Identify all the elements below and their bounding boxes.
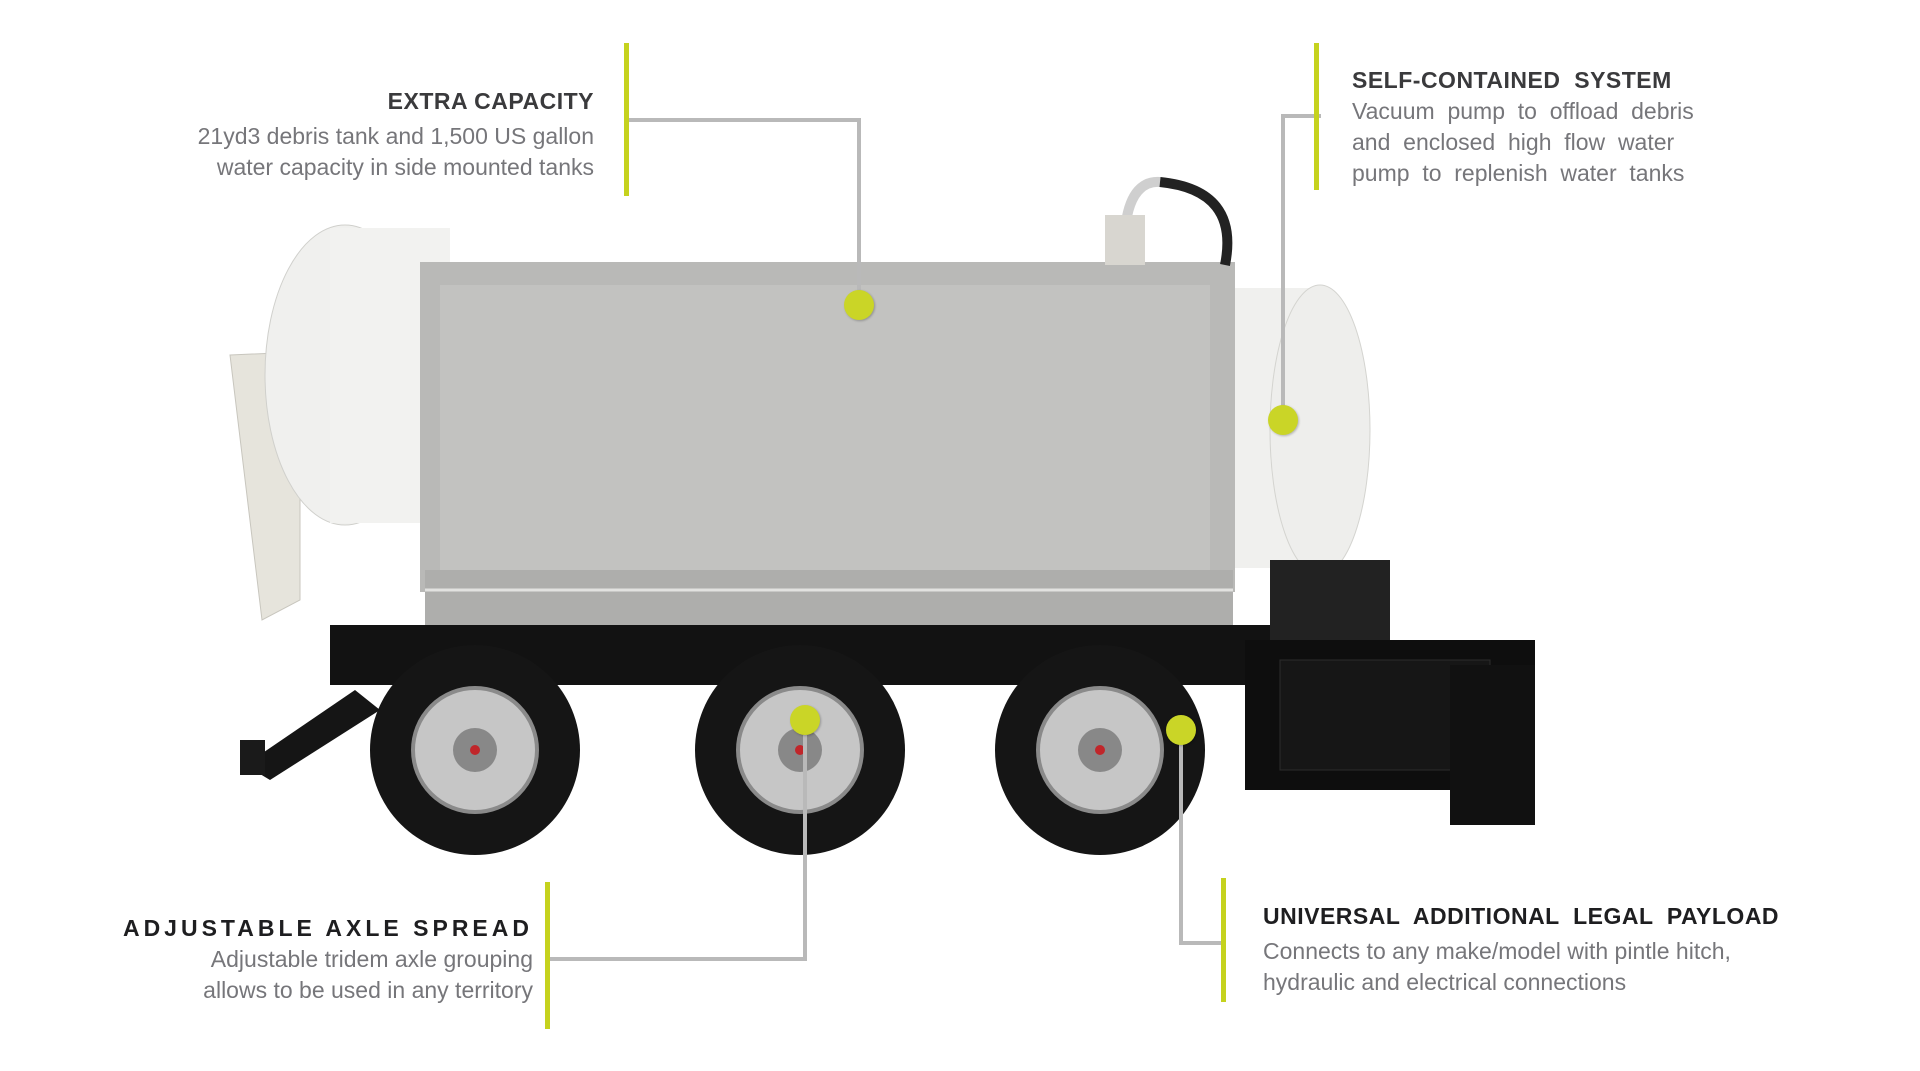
callout-universal-legal-payload: UNIVERSAL ADDITIONAL LEGAL PAYLOAD Conne…	[1263, 903, 1779, 998]
leader-legal-payload-h	[1179, 941, 1226, 945]
leader-extra-capacity-h	[629, 118, 859, 122]
callout-title: ADJUSTABLE AXLE SPREAD	[122, 915, 533, 941]
callout-title: SELF-CONTAINED SYSTEM	[1352, 67, 1672, 93]
leader-legal-payload-v	[1179, 735, 1183, 945]
callout-line: water capacity in side mounted tanks	[216, 154, 594, 180]
callout-title: UNIVERSAL ADDITIONAL LEGAL PAYLOAD	[1263, 903, 1780, 929]
accent-bar-axle-spread	[545, 882, 550, 1029]
callout-line: Vacuum pump to offload debris	[1352, 98, 1694, 124]
callout-extra-capacity: EXTRA CAPACITY 21yd3 debris tank and 1,5…	[198, 88, 594, 183]
accent-bar-self-contained	[1314, 43, 1319, 190]
callout-self-contained-system: SELF-CONTAINED SYSTEM Vacuum pump to off…	[1352, 67, 1694, 189]
callout-title: EXTRA CAPACITY	[387, 88, 594, 114]
marker-dot-legal-payload[interactable]	[1166, 715, 1196, 745]
accent-bar-extra-capacity	[624, 43, 629, 196]
marker-dot-axle-spread[interactable]	[790, 705, 820, 735]
leader-self-contained-v	[1281, 114, 1285, 424]
callout-adjustable-axle-spread: ADJUSTABLE AXLE SPREAD Adjustable tridem…	[123, 915, 533, 1006]
leader-self-contained-h	[1281, 114, 1321, 118]
callout-line: Adjustable tridem axle grouping	[210, 946, 533, 972]
leader-extra-capacity-v	[857, 118, 861, 308]
callout-line: 21yd3 debris tank and 1,500 US gallon	[197, 123, 594, 149]
accent-bar-legal-payload	[1221, 878, 1226, 1002]
leader-axle-spread-h	[550, 957, 807, 961]
marker-dot-self-contained[interactable]	[1268, 405, 1298, 435]
callout-line: Connects to any make/model with pintle h…	[1263, 938, 1731, 964]
callout-line: allows to be used in any territory	[203, 977, 533, 1003]
callout-line: and enclosed high flow water	[1352, 129, 1675, 155]
leader-axle-spread-v	[803, 735, 807, 961]
marker-dot-extra-capacity[interactable]	[844, 290, 874, 320]
callout-line: hydraulic and electrical connections	[1263, 969, 1627, 995]
callout-line: pump to replenish water tanks	[1352, 160, 1685, 186]
